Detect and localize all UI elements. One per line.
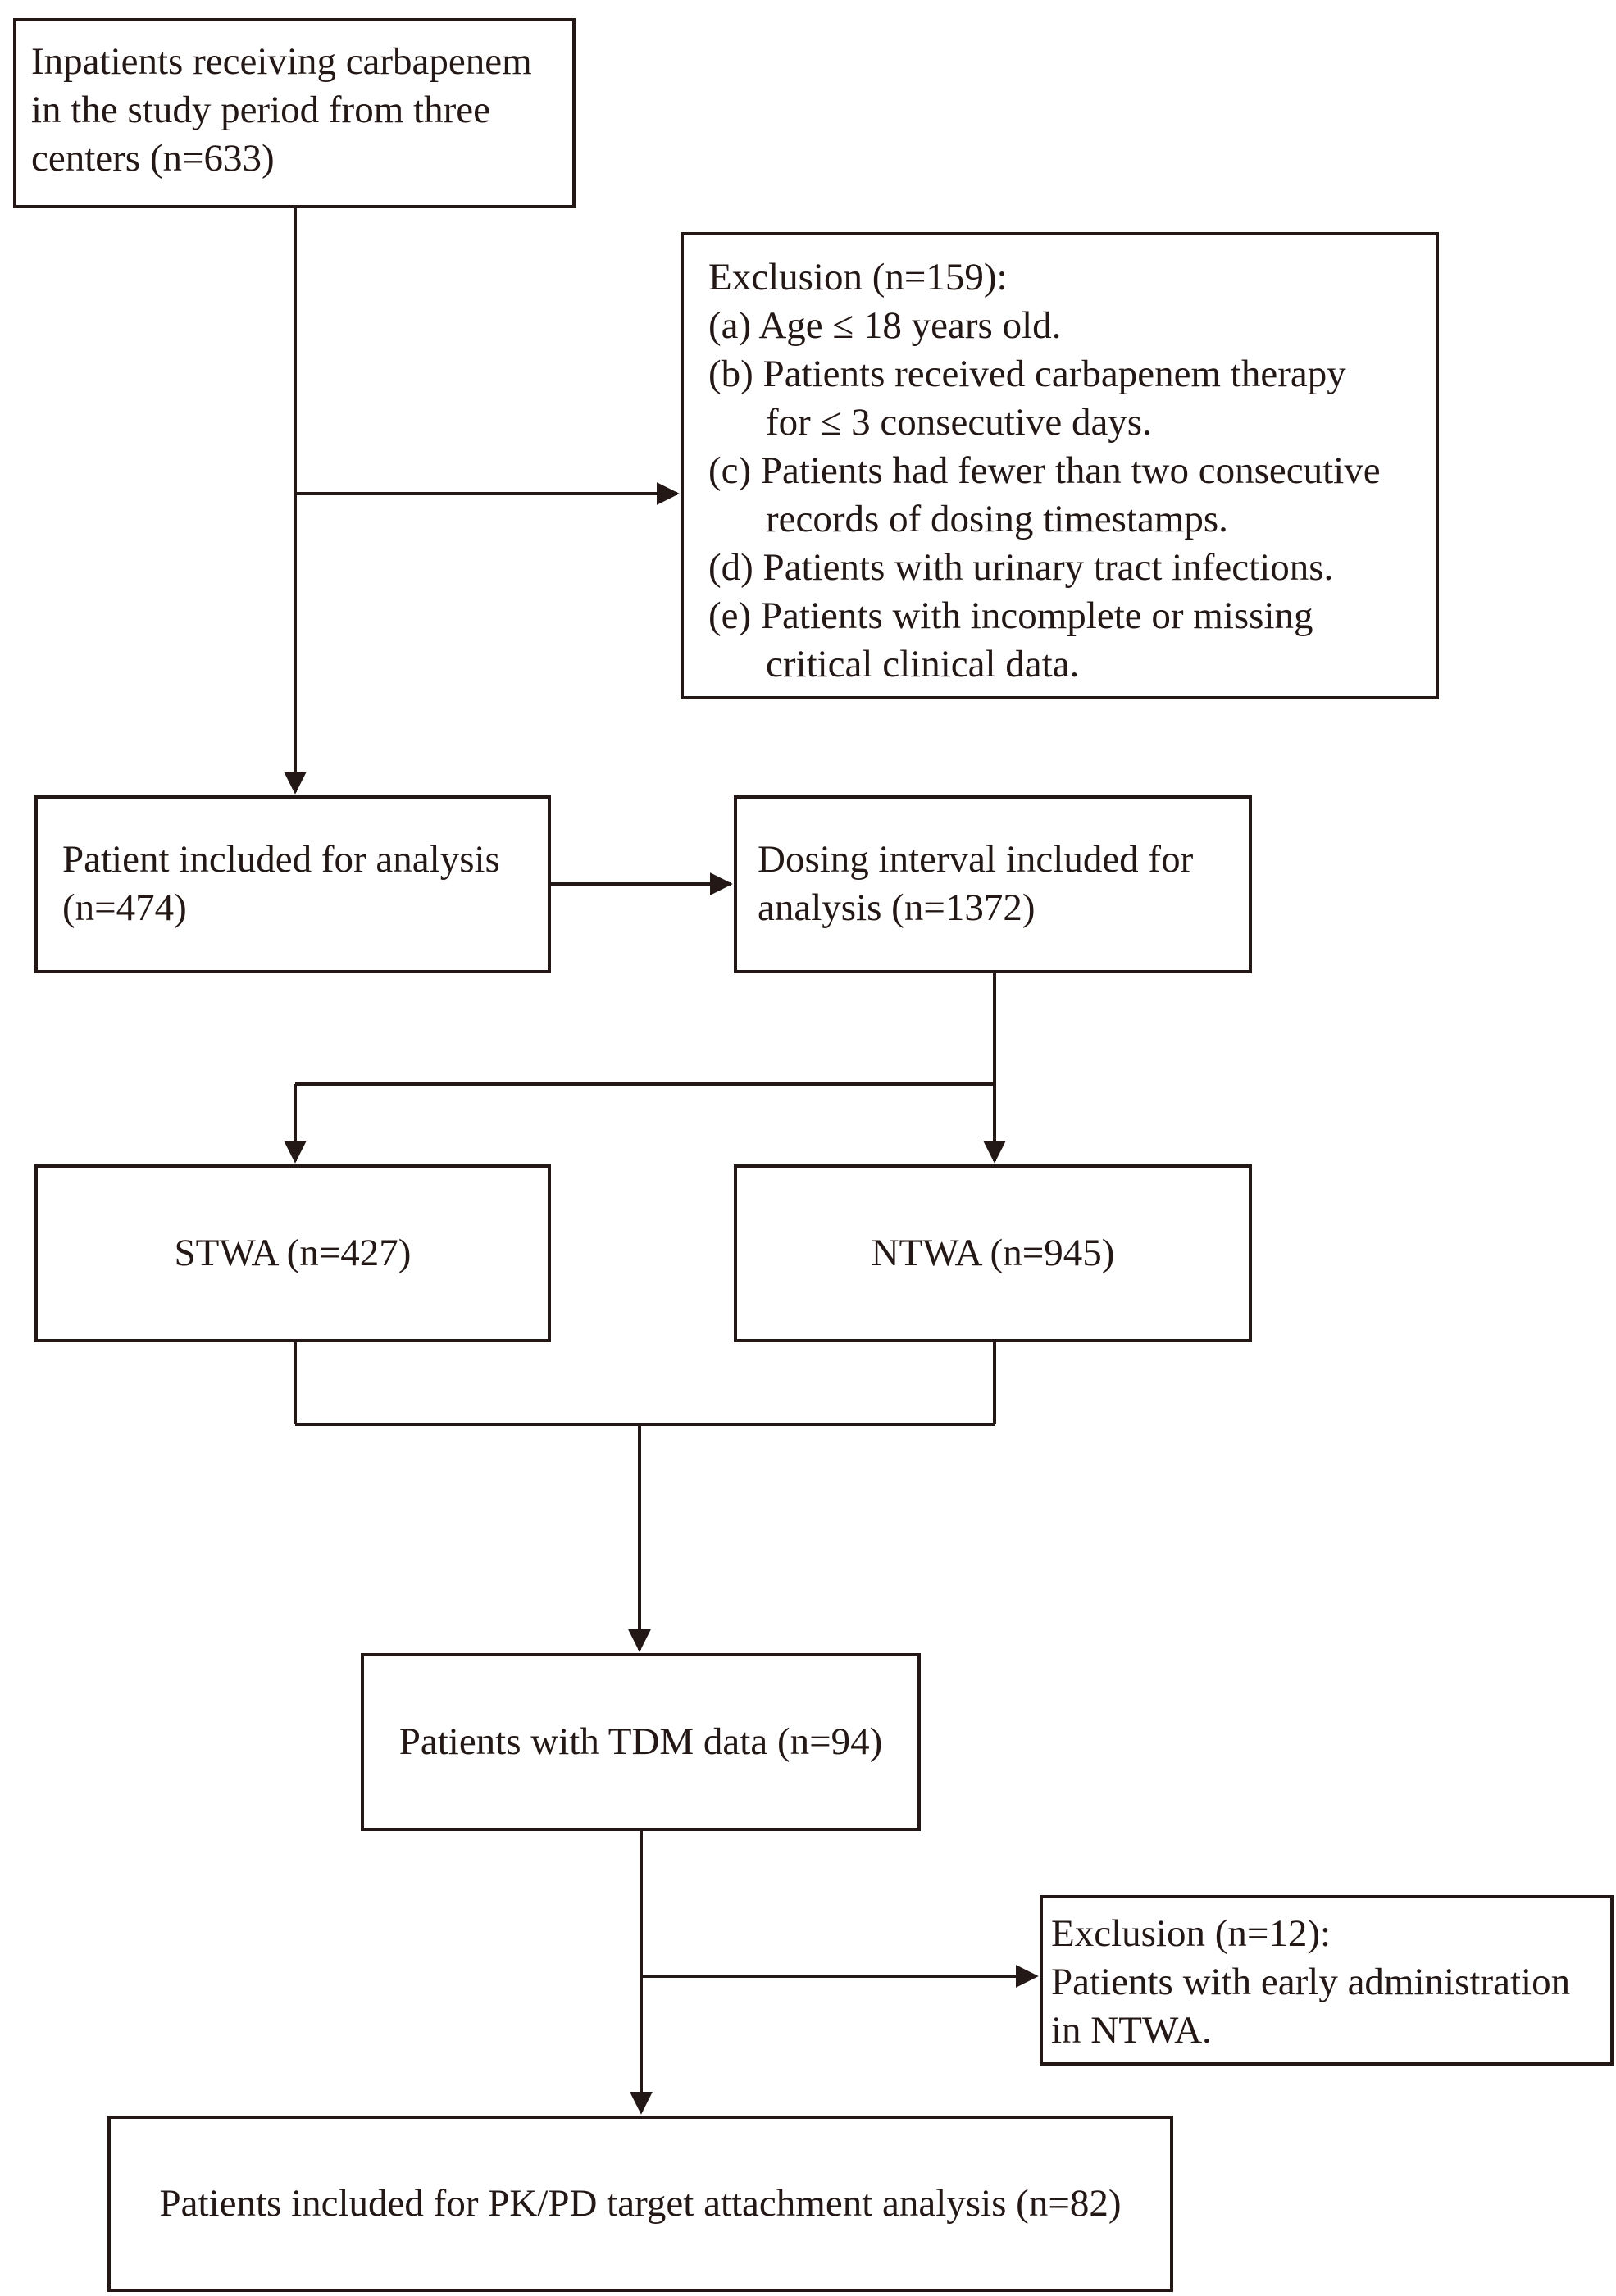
exclusion-criterion-e-continued: critical clinical data.	[766, 643, 1080, 686]
exclusion-2-line: in NTWA.	[1051, 2009, 1212, 2052]
ntwa-box: NTWA (n=945)	[734, 1164, 1252, 1342]
exclusion-2-line: Patients with early administration	[1051, 1961, 1571, 2003]
dosing-interval-line: analysis (n=1372)	[758, 886, 1036, 929]
patients-included-line: (n=474)	[62, 886, 187, 929]
exclusion-criterion-e: (e) Patients with incomplete or missing	[708, 594, 1313, 637]
enrollment-line: Inpatients receiving carbapenem	[31, 40, 532, 83]
ntwa-label: NTWA (n=945)	[871, 1232, 1115, 1274]
exclusion-criterion-d: (d) Patients with urinary tract infectio…	[708, 546, 1334, 589]
exclusion-criterion-b: (b) Patients received carbapenem therapy	[708, 353, 1346, 395]
stwa-box: STWA (n=427)	[34, 1164, 551, 1342]
enrollment-line: in the study period from three	[31, 89, 490, 131]
dosing-interval-line: Dosing interval included for	[758, 838, 1194, 881]
tdm-data-box: Patients with TDM data (n=94)	[361, 1653, 921, 1831]
patients-included-line: Patient included for analysis	[62, 838, 500, 881]
enrollment-line: centers (n=633)	[31, 137, 275, 180]
pkpd-label: Patients included for PK/PD target attac…	[159, 2182, 1122, 2225]
exclusion-2-title: Exclusion (n=12):	[1051, 1912, 1331, 1955]
exclusion-criterion-c: (c) Patients had fewer than two consecut…	[708, 449, 1381, 492]
exclusion-title: Exclusion (n=159):	[708, 256, 1008, 298]
exclusion-criterion-c-continued: records of dosing timestamps.	[766, 498, 1228, 540]
patients-included-box: Patient included for analysis (n=474)	[34, 795, 551, 973]
exclusion-criterion-a: (a) Age ≤ 18 years old.	[708, 304, 1062, 347]
exclusion-criteria-box: Exclusion (n=159): (a) Age ≤ 18 years ol…	[681, 232, 1439, 699]
enrollment-box: Inpatients receiving carbapenem in the s…	[13, 18, 576, 208]
exclusion-early-admin-box: Exclusion (n=12): Patients with early ad…	[1040, 1895, 1614, 2066]
tdm-label: Patients with TDM data (n=94)	[398, 1720, 883, 1763]
pkpd-analysis-box: Patients included for PK/PD target attac…	[107, 2116, 1173, 2292]
dosing-interval-box: Dosing interval included for analysis (n…	[734, 795, 1252, 973]
exclusion-criterion-b-continued: for ≤ 3 consecutive days.	[766, 401, 1152, 444]
stwa-label: STWA (n=427)	[174, 1232, 412, 1274]
